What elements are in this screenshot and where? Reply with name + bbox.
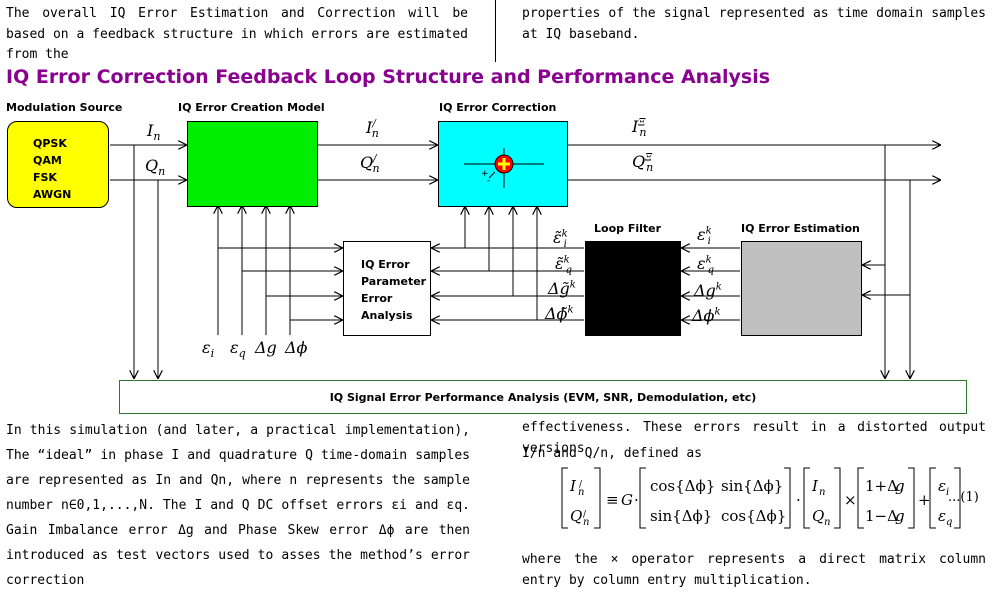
signal-label-in-prime: I/n — [366, 118, 379, 141]
error-label-eps-i: εi — [202, 338, 215, 361]
est-label-dg: Δg̃k — [548, 279, 576, 298]
equation-number: ...(1) — [948, 490, 979, 505]
modulation-type-awgn: AWGN — [33, 188, 72, 201]
svg-text:G: G — [621, 491, 633, 509]
svg-text:1−Δ: 1−Δ — [865, 507, 898, 525]
est-label-eps-i: ε̃ki — [553, 228, 568, 251]
performance-analysis-label: IQ Signal Error Performance Analysis (EV… — [329, 391, 757, 404]
correction-block: + - — [438, 121, 568, 207]
section-heading: IQ Error Correction Feedback Loop Struct… — [6, 66, 771, 88]
modulation-type-qam: QAM — [33, 154, 62, 167]
svg-text:×: × — [844, 491, 857, 509]
loop-filter-label: Loop Filter — [594, 222, 662, 235]
raw-label-eps-i: εki — [697, 225, 712, 248]
svg-text:n: n — [819, 487, 825, 498]
parameter-analysis-line-2: Parameter — [361, 275, 427, 288]
svg-text:q: q — [946, 517, 952, 528]
signal-label-qn-prime: Q/n — [360, 153, 380, 176]
svg-text:ε: ε — [938, 477, 946, 495]
svg-text:/: / — [583, 510, 587, 520]
creation-model-block — [187, 121, 318, 207]
parameter-analysis-block: IQ Error Parameter Error Analysis — [343, 241, 431, 336]
svg-text:n: n — [583, 517, 589, 528]
column-divider — [495, 0, 496, 62]
svg-text:g: g — [895, 477, 905, 495]
modulation-source-block: QPSK QAM FSK AWGN — [7, 121, 109, 208]
error-label-dg: Δg — [255, 338, 277, 357]
parameter-analysis-line-3: Error — [361, 292, 393, 305]
svg-text:Q: Q — [812, 507, 824, 525]
svg-text:+: + — [481, 169, 489, 179]
raw-label-dphi: Δϕk — [692, 306, 721, 325]
estimation-block — [741, 241, 862, 336]
svg-text:/: / — [579, 480, 583, 490]
svg-text:n: n — [824, 517, 830, 528]
svg-text:-: - — [487, 176, 490, 186]
adder-symbol: + - — [464, 148, 544, 188]
svg-text:g: g — [895, 507, 905, 525]
svg-text:ε: ε — [938, 507, 946, 525]
svg-text:·: · — [796, 491, 801, 509]
signal-label-in-xi: IΞn — [632, 117, 647, 140]
error-label-eps-q: εq — [230, 338, 246, 361]
signal-label-qn-xi: QΞn — [632, 152, 654, 175]
svg-text:≡: ≡ — [606, 491, 619, 509]
performance-analysis-block: IQ Signal Error Performance Analysis (EV… — [119, 380, 967, 414]
est-label-eps-q: ε̃kq — [555, 254, 573, 277]
estimation-label: IQ Error Estimation — [741, 222, 860, 235]
modulation-type-qpsk: QPSK — [33, 137, 67, 150]
loop-filter-block — [585, 241, 681, 336]
creation-model-label: IQ Error Creation Model — [178, 101, 325, 114]
raw-label-eps-q: εkq — [697, 254, 715, 277]
est-label-dphi: Δϕ̃k — [545, 304, 574, 323]
svg-text:+: + — [918, 491, 931, 509]
raw-label-dg: Δgk — [694, 281, 722, 300]
svg-text:n: n — [578, 487, 584, 498]
parameter-analysis-line-1: IQ Error — [361, 258, 410, 271]
modulation-source-label: Modulation Source — [6, 101, 123, 114]
correction-label: IQ Error Correction — [439, 101, 557, 114]
bottom-right-paragraph-1: effectiveness. These errors result in a … — [522, 420, 986, 456]
equation-1: I/n Q/n ≡G· cos{Δϕ}sin{Δϕ} sin{Δϕ}cos{Δϕ… — [561, 467, 961, 529]
svg-text:I: I — [811, 477, 819, 495]
bottom-right-paragraph-3: where the × operator represents a direct… — [522, 552, 986, 588]
svg-text:sin{Δϕ}: sin{Δϕ} — [650, 507, 712, 525]
signal-label-qn: Qn — [145, 156, 166, 179]
svg-text:Q: Q — [570, 507, 582, 525]
error-label-dphi: Δϕ — [285, 338, 308, 357]
parameter-analysis-line-4: Analysis — [361, 309, 413, 322]
svg-text:i: i — [946, 487, 949, 498]
bottom-right-paragraph-2: I/n and Q/n, defined as — [522, 446, 703, 461]
svg-text:I: I — [569, 477, 577, 495]
svg-text:cos{Δϕ}: cos{Δϕ} — [721, 507, 786, 525]
signal-label-in: In — [147, 121, 161, 144]
bottom-left-paragraph: In this simulation (and later, a practic… — [6, 423, 470, 588]
svg-text:cos{Δϕ}: cos{Δϕ} — [650, 477, 715, 495]
svg-text:sin{Δϕ}: sin{Δϕ} — [721, 477, 783, 495]
top-left-paragraph: The overall IQ Error Estimation and Corr… — [6, 6, 468, 62]
modulation-type-fsk: FSK — [33, 171, 57, 184]
svg-text:1+Δ: 1+Δ — [865, 477, 898, 495]
svg-text:·: · — [634, 491, 639, 509]
top-right-paragraph: properties of the signal represented as … — [522, 6, 986, 42]
